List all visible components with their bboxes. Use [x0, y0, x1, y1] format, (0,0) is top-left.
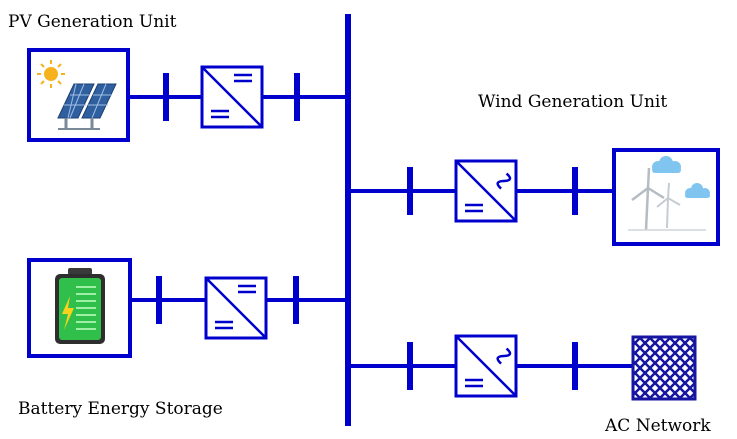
wind-turbine-icon — [628, 156, 710, 231]
pv-unit — [27, 48, 130, 142]
wind-breaker-left — [407, 167, 413, 215]
dc-ac-converter-icon — [454, 334, 518, 398]
ac-network-icon — [631, 335, 697, 401]
battery-breaker-right — [293, 276, 299, 324]
pv-branch — [128, 73, 347, 121]
ac-breaker-left — [407, 342, 413, 390]
dc-dc-converter-icon — [200, 65, 264, 129]
pv-breaker-right — [294, 73, 300, 121]
wind-breaker-right — [572, 167, 578, 215]
ac-breaker-right — [572, 342, 578, 390]
dc-dc-converter-icon — [204, 276, 268, 340]
battery-breaker-left — [156, 276, 162, 324]
battery-unit — [27, 258, 132, 358]
battery-icon — [55, 268, 105, 344]
battery-branch — [130, 276, 347, 324]
dc-bus — [345, 14, 351, 426]
pv-breaker-left — [163, 73, 169, 121]
dc-ac-converter-icon — [454, 159, 518, 223]
ac-branch — [349, 342, 634, 390]
pv-label: PV Generation Unit — [8, 12, 177, 32]
battery-label: Battery Energy Storage — [18, 399, 223, 419]
solar-panel-icon — [37, 60, 117, 130]
wind-unit — [612, 148, 720, 246]
wind-label: Wind Generation Unit — [478, 92, 667, 112]
ac-network-label: AC Network — [604, 416, 711, 436]
wind-branch — [349, 167, 614, 215]
